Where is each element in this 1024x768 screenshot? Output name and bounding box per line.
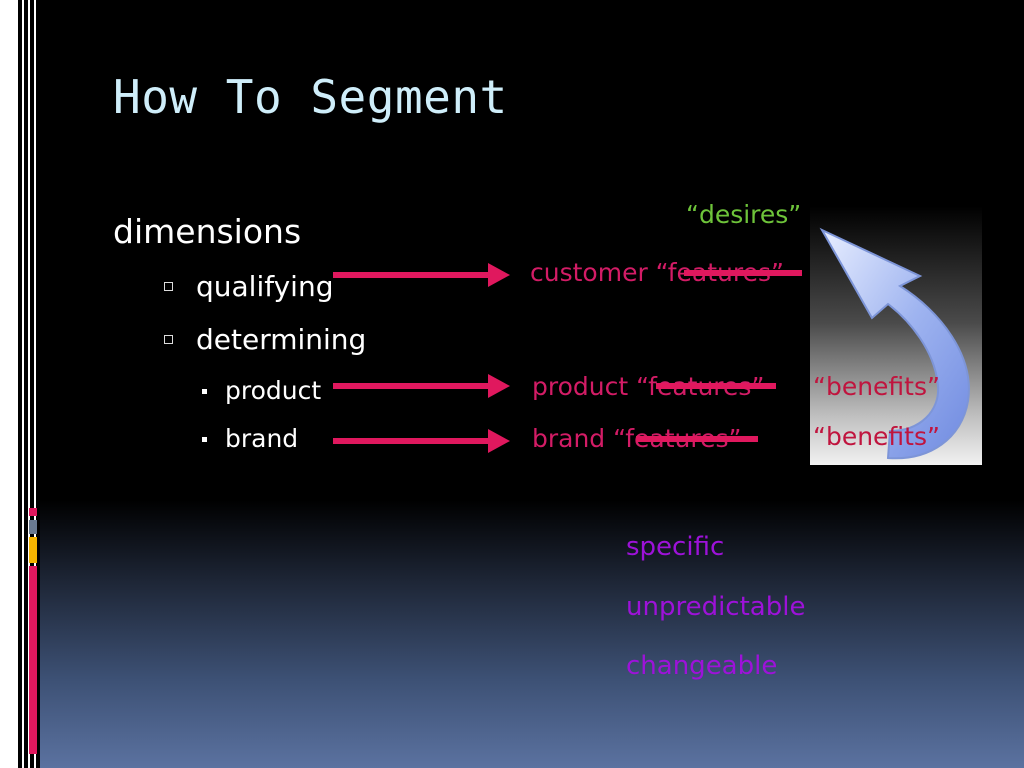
square-bullet-icon	[164, 335, 173, 344]
left-decorative-strip	[0, 0, 40, 768]
bullet-dimensions: dimensions	[113, 212, 302, 251]
strike-line	[636, 436, 758, 442]
label-benefits-brand: “benefits”	[813, 422, 940, 451]
label-benefits-product: “benefits”	[813, 372, 940, 401]
attribute-unpredictable: unpredictable	[626, 592, 806, 622]
curved-up-arrow-icon	[819, 227, 970, 460]
strip-accent-pink	[29, 508, 37, 516]
small-square-bullet-icon	[202, 437, 207, 442]
strip-bar	[30, 0, 34, 768]
bullet-determining: determining	[196, 323, 367, 356]
label-desires: “desires”	[686, 200, 802, 229]
strip-bar	[24, 0, 28, 768]
strip-accent-pink-long	[29, 566, 37, 754]
bullet-product: product	[225, 376, 322, 405]
bullet-brand: brand	[225, 424, 299, 453]
strip-accent-gray	[29, 520, 37, 534]
strip-accent-yellow	[29, 537, 37, 563]
strike-line	[656, 383, 776, 389]
square-bullet-icon	[164, 282, 173, 291]
small-square-bullet-icon	[202, 389, 207, 394]
strip-bar	[18, 0, 22, 768]
curved-arrow-panel	[810, 206, 982, 465]
attribute-specific: specific	[626, 532, 725, 562]
attribute-changeable: changeable	[626, 651, 778, 681]
bullet-qualifying: qualifying	[196, 270, 334, 303]
strip-bar	[36, 0, 40, 768]
strike-line	[684, 270, 802, 276]
slide-title: How To Segment	[113, 70, 508, 124]
